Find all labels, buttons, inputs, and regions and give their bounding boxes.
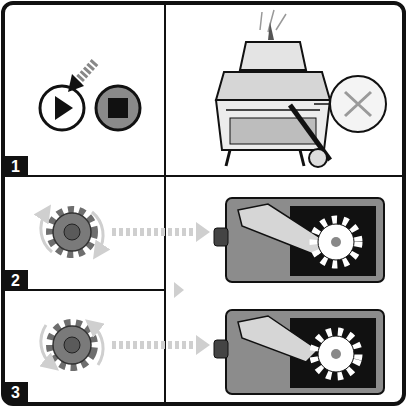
shredder: [216, 10, 330, 167]
knob: [50, 210, 94, 254]
rotate-arrow: [41, 325, 52, 365]
divider: [3, 175, 404, 177]
step-number: 2: [5, 270, 28, 291]
press-arrow: [68, 62, 95, 92]
direction-arrow: [112, 335, 210, 355]
rotate-arrow: [92, 212, 103, 252]
direction-arrow: [112, 222, 210, 242]
rotate-arrow: [92, 325, 103, 365]
stop-button: [96, 86, 140, 130]
cutter-housing: [214, 198, 384, 282]
start-button: [40, 86, 84, 130]
knob: [44, 317, 100, 373]
rotate-arrow: [41, 212, 52, 252]
step-number: 3: [5, 382, 28, 403]
step-number: 1: [5, 156, 28, 177]
cutter-housing: [214, 310, 384, 394]
detail-magnifier: [314, 76, 386, 132]
frame: [3, 3, 404, 404]
pointer-arrow: [174, 282, 184, 298]
